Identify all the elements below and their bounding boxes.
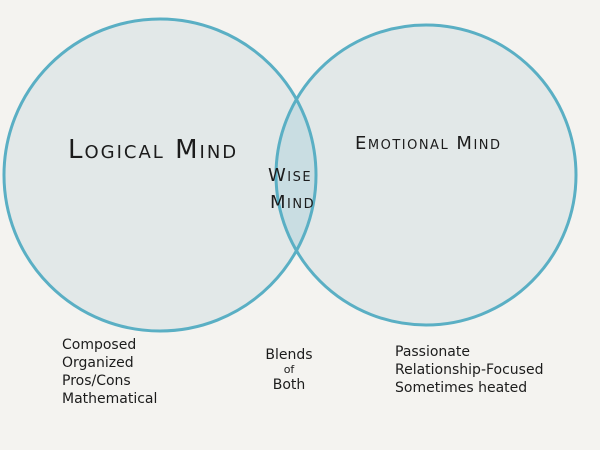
wise-mind-label-line1: Wise: [268, 165, 313, 186]
logical-mind-circle: [4, 19, 316, 331]
note-line: Organized: [62, 355, 134, 371]
note-line: Both: [272, 377, 306, 393]
wise-mind-label-line2: Mind: [270, 192, 316, 213]
note-line: Sometimes heated: [395, 380, 528, 396]
logical-mind-notes: Composed Organized Pros/Cons Mathematica…: [62, 336, 157, 408]
logical-mind-outline: [2, 17, 318, 333]
note-line: Composed: [62, 337, 137, 353]
emotional-mind-outline: [274, 23, 578, 327]
emotional-mind-circle: [276, 25, 576, 325]
emotional-mind-notes: Passionate Relationship-Focused Sometime…: [395, 343, 543, 397]
note-line: of: [283, 363, 295, 376]
note-line: Blends: [265, 347, 313, 363]
logical-mind-label: Logical Mind: [68, 135, 239, 165]
note-line: Relationship-Focused: [395, 362, 544, 378]
emotional-mind-label: Emotional Mind: [355, 133, 502, 154]
note-line: Passionate: [395, 344, 470, 360]
note-line: Mathematical: [62, 391, 158, 407]
note-line: Pros/Cons: [62, 373, 131, 389]
wise-mind-notes: Blends of Both: [258, 346, 320, 394]
